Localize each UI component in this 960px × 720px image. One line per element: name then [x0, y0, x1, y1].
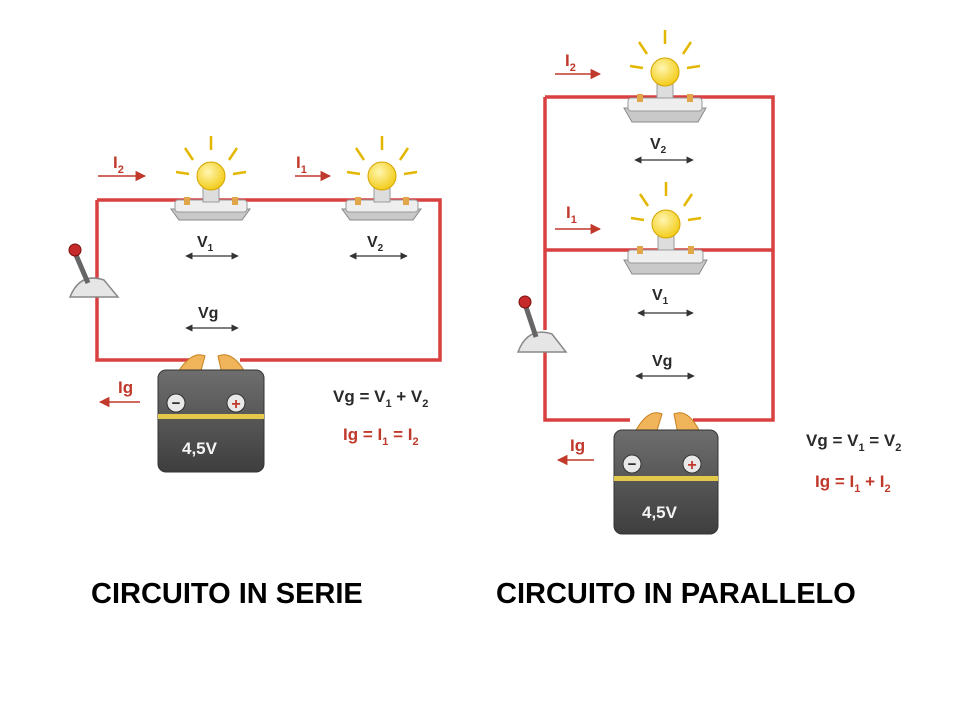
series-current-arrow-2: I1 — [295, 153, 332, 182]
caption-series-circuit: CIRCUITO IN SERIE — [91, 578, 363, 610]
series-equation-current: Ig = I1 = I2 — [343, 425, 419, 448]
parallel-voltage-gen: Vg — [635, 353, 695, 380]
series-circuit: I2 I1 V1 V2 Vg − + 4,5V — [68, 136, 442, 473]
series-voltage-label-1: V1 — [197, 234, 214, 254]
parallel-current-total: Ig — [556, 436, 594, 466]
parallel-voltage-label-top: V2 — [650, 136, 667, 156]
series-voltage-gen: Vg — [185, 305, 239, 332]
minus-icon: − — [172, 395, 181, 412]
series-current-arrow-1: I2 — [98, 153, 147, 182]
parallel-current-label-top: I2 — [565, 51, 576, 74]
series-voltage-gen-label: Vg — [198, 305, 218, 322]
series-bulb-1 — [170, 136, 251, 221]
series-voltage-2: V2 — [349, 234, 408, 260]
bulb-rays-icon — [630, 182, 702, 222]
series-current-total: Ig — [98, 378, 140, 408]
series-current-label-2: I1 — [296, 153, 307, 176]
parallel-current-arrow-top: I2 — [555, 51, 602, 80]
bulb-rays-icon — [175, 136, 247, 176]
caption-parallel-circuit: CIRCUITO IN PARALLELO — [496, 578, 856, 610]
parallel-switch[interactable] — [516, 295, 568, 353]
parallel-voltage-gen-label: Vg — [652, 353, 672, 370]
minus-icon: − — [628, 456, 637, 473]
parallel-current-arrow-middle: I1 — [555, 203, 602, 235]
parallel-voltage-top: V2 — [634, 136, 694, 164]
parallel-battery: − + 4,5V — [613, 412, 719, 535]
series-voltage-label-2: V2 — [367, 234, 384, 254]
series-current-label-1: I2 — [113, 153, 124, 176]
series-switch[interactable] — [68, 243, 120, 298]
parallel-bulb-middle — [623, 182, 708, 275]
series-current-total-label: Ig — [118, 378, 133, 397]
parallel-equation-current: Ig = I1 + I2 — [815, 472, 891, 495]
series-battery-label: 4,5V — [182, 439, 218, 458]
parallel-circuit: I2 I1 V2 V1 Vg − + 4,5V — [516, 30, 901, 535]
plus-icon: + — [687, 457, 696, 474]
series-voltage-1: V1 — [185, 234, 239, 260]
bulb-rays-icon — [629, 30, 701, 70]
series-equation-voltage: Vg = V1 + V2 — [333, 387, 428, 410]
bulb-rays-icon — [346, 136, 418, 176]
series-wires — [95, 198, 442, 362]
parallel-voltage-label-middle: V1 — [652, 287, 669, 307]
parallel-current-label-middle: I1 — [566, 203, 577, 226]
series-battery: − + 4,5V — [157, 354, 265, 473]
parallel-current-total-label: Ig — [570, 436, 585, 455]
parallel-bulb-top — [623, 30, 707, 123]
parallel-equation-voltage: Vg = V1 = V2 — [806, 431, 901, 454]
plus-icon: + — [231, 396, 240, 413]
parallel-voltage-middle: V1 — [637, 287, 694, 317]
series-bulb-2 — [341, 136, 422, 221]
parallel-battery-label: 4,5V — [642, 503, 678, 522]
